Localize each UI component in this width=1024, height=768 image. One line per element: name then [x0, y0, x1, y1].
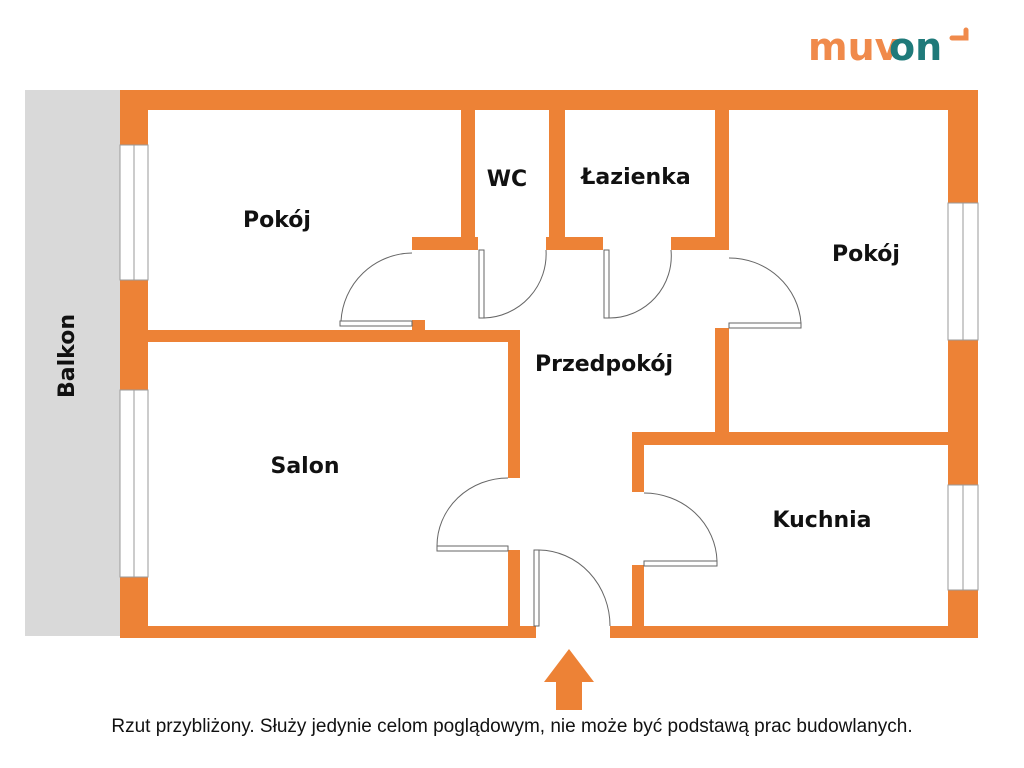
- logo-text-muv: muv: [808, 25, 900, 69]
- wall-corridor-top-a: [412, 237, 478, 250]
- entrance-arrow-icon: [544, 649, 594, 710]
- wall-kuchnia-left-b: [632, 565, 644, 626]
- wall-bottom-left: [120, 626, 536, 638]
- room-labels: Pokój WC Łazienka Pokój Przedpokój Salon…: [55, 165, 900, 533]
- disclaimer-caption: Rzut przybliżony. Służy jedynie celom po…: [111, 716, 913, 737]
- door-salon: [436, 477, 509, 552]
- room-label-balkon: Balkon: [55, 314, 80, 398]
- window-right-lower: [947, 484, 979, 591]
- wall-bottom-right: [610, 626, 978, 638]
- wall-corridor-right-b: [715, 328, 729, 445]
- logo-text-on: on: [889, 25, 942, 69]
- muvon-logo: muv on: [808, 25, 969, 69]
- windows: [119, 144, 979, 591]
- wall-salon-right-b: [508, 550, 520, 626]
- window-left-lower: [119, 389, 149, 578]
- wall-pokoj-salon: [148, 330, 520, 342]
- room-label-lazienka: Łazienka: [580, 165, 690, 190]
- wall-wc-lazienka: [549, 110, 565, 250]
- room-label-pokoj-right: Pokój: [832, 242, 900, 267]
- wall-pokoj-corridor: [461, 110, 475, 250]
- inner-walls: [148, 110, 948, 626]
- balcony-area: [25, 90, 120, 636]
- wall-lazienka-right: [715, 110, 729, 250]
- wall-corridor-right-a: [715, 237, 729, 250]
- wall-top: [120, 90, 978, 110]
- room-label-kuchnia: Kuchnia: [772, 508, 871, 533]
- wall-kuchnia-top: [632, 432, 729, 445]
- window-right-upper: [947, 202, 979, 341]
- wall-pokoj-right-bottom: [715, 432, 948, 445]
- room-label-salon: Salon: [270, 454, 339, 479]
- room-label-przedpokoj: Przedpokój: [535, 352, 673, 377]
- window-left-upper: [119, 144, 149, 281]
- door-pokoj-left: [339, 252, 413, 327]
- wall-kuchnia-left-a: [632, 432, 644, 492]
- door-entrance: [533, 549, 611, 627]
- door-kuchnia: [643, 492, 718, 567]
- door-pokoj-right: [728, 257, 802, 329]
- wall-pokoj-door-stub-top: [412, 237, 425, 250]
- doors: [339, 249, 802, 627]
- wall-pokoj-door-stub-bottom: [412, 320, 425, 332]
- logo-accent-icon: [949, 27, 969, 41]
- door-wc: [478, 249, 547, 319]
- wall-corridor-top-c: [671, 237, 729, 250]
- wall-corridor-top-b: [546, 237, 603, 250]
- wall-salon-right-a: [508, 330, 520, 478]
- door-lazienka: [603, 249, 672, 319]
- room-label-wc: WC: [487, 167, 527, 192]
- room-label-pokoj-left: Pokój: [243, 208, 311, 233]
